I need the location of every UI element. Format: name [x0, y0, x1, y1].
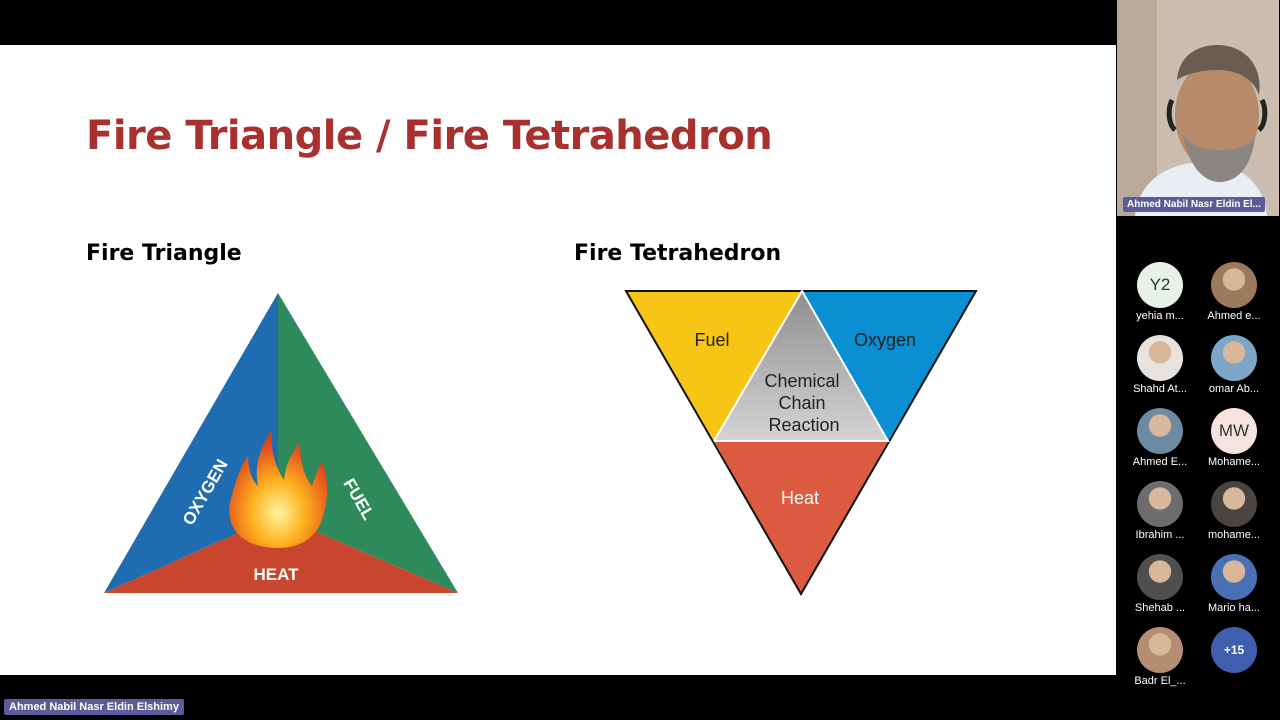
tetra-chain-face: [714, 291, 888, 441]
participant-name: yehia m...: [1136, 310, 1184, 322]
tetra-chain-label-1: Chemical: [764, 371, 839, 391]
participant-tile[interactable]: Mario ha...: [1197, 554, 1271, 614]
tetra-heat-label: Heat: [781, 488, 819, 508]
avatar: [1211, 262, 1257, 308]
more-count-badge: +15: [1211, 627, 1257, 673]
participant-tile[interactable]: MW Mohame...: [1197, 408, 1271, 468]
participant-tile[interactable]: Ahmed e...: [1197, 262, 1271, 322]
fuel-face: [278, 293, 458, 593]
participant-tile[interactable]: Ibrahim ...: [1123, 481, 1197, 541]
heat-face: [104, 515, 458, 593]
tetra-fuel-label: Fuel: [694, 330, 729, 350]
participant-name: omar Ab...: [1208, 383, 1260, 395]
fire-triangle-diagram: OXYGEN FUEL HEAT: [104, 293, 458, 593]
tetra-inner-lines: [713, 289, 890, 442]
flame-icon: [229, 430, 328, 548]
participant-name: Mario ha...: [1208, 602, 1260, 614]
presenter-video-tile[interactable]: Ahmed Nabil Nasr Eldin El...: [1117, 0, 1279, 216]
presenter-name-tag: Ahmed Nabil Nasr Eldin Elshimy: [4, 699, 184, 715]
avatar: [1211, 554, 1257, 600]
tetra-chain-label-3: Reaction: [768, 415, 839, 435]
fire-tetrahedron-diagram: Fuel Oxygen Chemical Chain Reaction Heat: [624, 289, 978, 596]
fire-triangle-heading: Fire Triangle: [86, 241, 242, 266]
participant-name: Ibrahim ...: [1135, 529, 1185, 541]
heat-label: HEAT: [253, 565, 299, 584]
avatar: [1137, 554, 1183, 600]
tetra-chain-label-2: Chain: [778, 393, 825, 413]
participant-name: mohame...: [1208, 529, 1260, 541]
avatar: [1137, 335, 1183, 381]
presenter-video-image: [1117, 0, 1279, 216]
avatar: [1211, 481, 1257, 527]
participant-name: Mohame...: [1208, 456, 1260, 468]
participant-name: Badr El_...: [1134, 675, 1186, 687]
avatar-initials: Y2: [1149, 275, 1171, 294]
avatar-initials: MW: [1218, 421, 1250, 440]
shared-slide: Fire Triangle / Fire Tetrahedron Fire Tr…: [0, 45, 1116, 675]
participant-tile[interactable]: Shahd At...: [1123, 335, 1197, 395]
avatar-initials: +15: [1223, 643, 1245, 657]
avatar: [1211, 335, 1257, 381]
more-participants-button[interactable]: +15: [1197, 627, 1271, 673]
tetra-heat-face: [714, 441, 888, 594]
participant-tile[interactable]: Ahmed E...: [1123, 408, 1197, 468]
participant-tile[interactable]: mohame...: [1197, 481, 1271, 541]
tetra-oxygen-label: Oxygen: [854, 330, 916, 350]
avatar: Y2: [1137, 262, 1183, 308]
participant-name: Shehab ...: [1134, 602, 1186, 614]
participant-name: Ahmed e...: [1207, 310, 1261, 322]
tetra-fuel-face: [626, 291, 802, 441]
participant-tile[interactable]: Y2 yehia m...: [1123, 262, 1197, 322]
participant-tile[interactable]: Shehab ...: [1123, 554, 1197, 614]
participant-name: Shahd At...: [1133, 383, 1187, 395]
fire-tetrahedron-heading: Fire Tetrahedron: [574, 241, 782, 266]
avatar: [1137, 408, 1183, 454]
avatar: [1137, 627, 1183, 673]
slide-title: Fire Triangle / Fire Tetrahedron: [86, 113, 773, 159]
tetra-oxygen-face: [802, 291, 976, 441]
avatar: MW: [1211, 408, 1257, 454]
avatar: [1137, 481, 1183, 527]
presenter-video-name: Ahmed Nabil Nasr Eldin El...: [1123, 197, 1265, 212]
participant-tile[interactable]: omar Ab...: [1197, 335, 1271, 395]
participant-name: Ahmed E...: [1132, 456, 1188, 468]
participant-tile[interactable]: Badr El_...: [1123, 627, 1197, 687]
